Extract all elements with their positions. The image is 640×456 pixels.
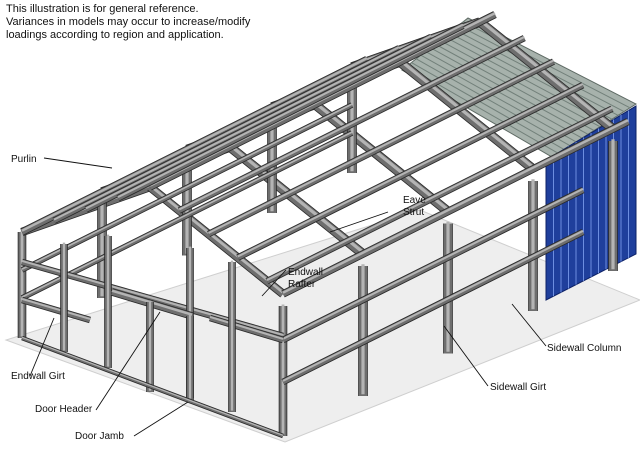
eave-strut xyxy=(281,118,630,298)
rafter xyxy=(396,58,537,173)
purlin xyxy=(207,58,555,238)
endwall-girt xyxy=(21,296,91,324)
purlin xyxy=(236,82,585,261)
sidewall-girt xyxy=(281,187,585,343)
sidewall-girt xyxy=(20,130,354,301)
purlin xyxy=(116,22,465,202)
purlin xyxy=(52,45,401,224)
rafter xyxy=(147,183,286,298)
rafter xyxy=(476,18,617,133)
note-line-1: This illustration is for general referen… xyxy=(6,3,199,15)
endwall-girt xyxy=(209,314,284,344)
note-line-2: Variances in models may occur to increas… xyxy=(6,16,251,28)
eave-strut xyxy=(20,56,369,236)
eave-strut-label-line2: Strut xyxy=(403,207,424,218)
eave-strut-label-line1: Eave xyxy=(403,195,426,206)
note-line-3: loadings according to region and applica… xyxy=(6,29,224,41)
leader-lines xyxy=(29,157,547,437)
purlin xyxy=(265,105,614,285)
floor-slab xyxy=(4,209,640,443)
sidewall-girt-label: Sidewall Girt xyxy=(490,382,546,393)
rafter xyxy=(311,100,452,216)
door-jamb-label: Door Jamb xyxy=(75,431,124,442)
sidewall-girt xyxy=(281,229,585,385)
purlin-label: Purlin xyxy=(11,154,37,165)
sidewall-girt xyxy=(20,102,354,273)
endwall-rafter-label-line1: Endwall xyxy=(288,267,323,278)
purlin xyxy=(84,34,433,213)
reference-note: This illustration is for general referen… xyxy=(6,3,306,42)
purlin xyxy=(177,35,526,214)
endwall-girt-label: Endwall Girt xyxy=(11,371,65,382)
sidewall-column-label: Sidewall Column xyxy=(547,343,621,354)
door-header-label: Door Header xyxy=(35,404,93,415)
endwall-rafter-label-line2: Rafter xyxy=(288,279,316,290)
rafter xyxy=(226,143,367,258)
steel-frame xyxy=(17,11,630,439)
base-angle xyxy=(21,335,284,439)
